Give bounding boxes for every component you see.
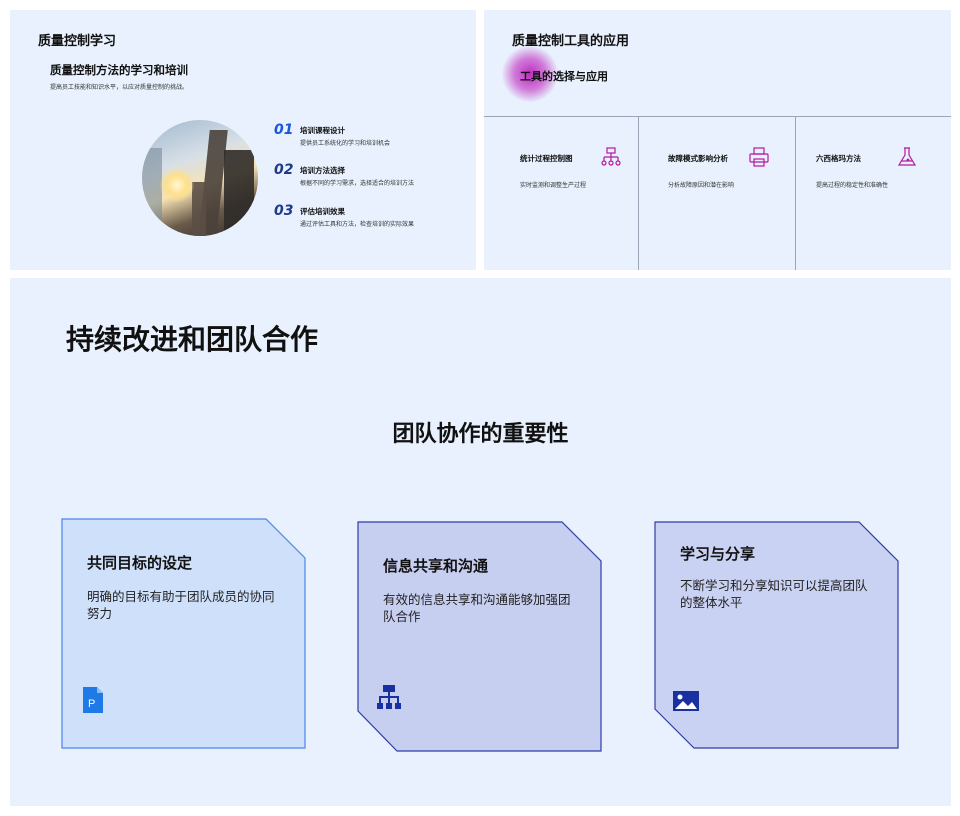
card-common-goal[interactable]: 共同目标的设定 明确的目标有助于团队成员的协同努力 P: [61, 518, 307, 750]
slide-subtitle: 质量控制方法的学习和培训: [50, 63, 188, 77]
slide-teamwork[interactable]: 持续改进和团队合作 团队协作的重要性 共同目标的设定 明确的目标有助于团队成员的…: [10, 278, 951, 806]
divider: [484, 116, 951, 117]
slide-title: 质量控制学习: [38, 34, 117, 49]
column-desc: 分析故障原因和潜在影响: [668, 182, 735, 189]
column-desc: 实时监测和调整生产过程: [520, 182, 587, 189]
column-desc: 提高过程的稳定性和准确性: [816, 182, 889, 189]
card-desc: 明确的目标有助于团队成员的协同努力: [87, 589, 275, 621]
hierarchy-icon: [601, 147, 621, 166]
card-shape: [61, 518, 306, 749]
item-title: 培训课程设计: [300, 126, 345, 135]
item-number: 03: [274, 203, 294, 219]
skyscraper-photo: [142, 120, 258, 236]
card-shape: [654, 521, 899, 749]
item-title: 培训方法选择: [300, 166, 345, 175]
item-number: 01: [274, 122, 294, 138]
slide-subtitle: 工具的选择与应用: [520, 70, 608, 83]
slide-description: 提高员工技能和知识水平，以应对质量控制的挑战。: [50, 84, 189, 91]
slide-title: 持续改进和团队合作: [66, 323, 319, 356]
card-title: 学习与分享: [680, 545, 756, 563]
item-number: 02: [274, 162, 294, 178]
document-p-icon: P: [83, 687, 103, 713]
item-desc: 通过评估工具和方法，检查培训的实际效果: [300, 221, 415, 228]
card-desc: 有效的信息共享和沟通能够加强团队合作: [383, 592, 571, 624]
image-icon: [673, 691, 699, 711]
card-desc: 不断学习和分享知识可以提高团队的整体水平: [680, 578, 868, 610]
card-title: 信息共享和沟通: [383, 557, 489, 575]
divider: [638, 116, 639, 270]
card-title: 共同目标的设定: [87, 554, 193, 572]
slide-subtitle: 团队协作的重要性: [392, 422, 569, 447]
hierarchy-icon: [377, 685, 401, 709]
card-information-sharing[interactable]: 信息共享和沟通 有效的信息共享和沟通能够加强团队合作: [357, 521, 603, 753]
slide-quality-learning[interactable]: 质量控制学习 质量控制方法的学习和培训 提高员工技能和知识水平，以应对质量控制的…: [10, 10, 476, 270]
sun-glare: [160, 168, 194, 202]
decorative-blob: [502, 46, 558, 102]
column-title: 统计过程控制图: [520, 154, 573, 163]
svg-text:P: P: [88, 698, 95, 710]
printer-icon: [749, 147, 769, 167]
slide-quality-tools[interactable]: 质量控制工具的应用 工具的选择与应用 统计过程控制图 实时监测和调整生产过程 故…: [484, 10, 951, 270]
slide-title: 质量控制工具的应用: [512, 34, 630, 49]
card-learning-sharing[interactable]: 学习与分享 不断学习和分享知识可以提高团队的整体水平: [654, 521, 900, 753]
divider: [795, 116, 796, 270]
column-title: 六西格玛方法: [816, 154, 861, 163]
item-desc: 提供员工系统化的学习和培训机会: [300, 140, 391, 147]
item-desc: 根据不同的学习需求，选择适合的培训方法: [300, 180, 415, 187]
column-title: 故障模式影响分析: [668, 154, 728, 163]
flask-icon: [897, 147, 917, 166]
card-shape: [357, 521, 602, 752]
item-title: 评估培训效果: [300, 207, 345, 216]
